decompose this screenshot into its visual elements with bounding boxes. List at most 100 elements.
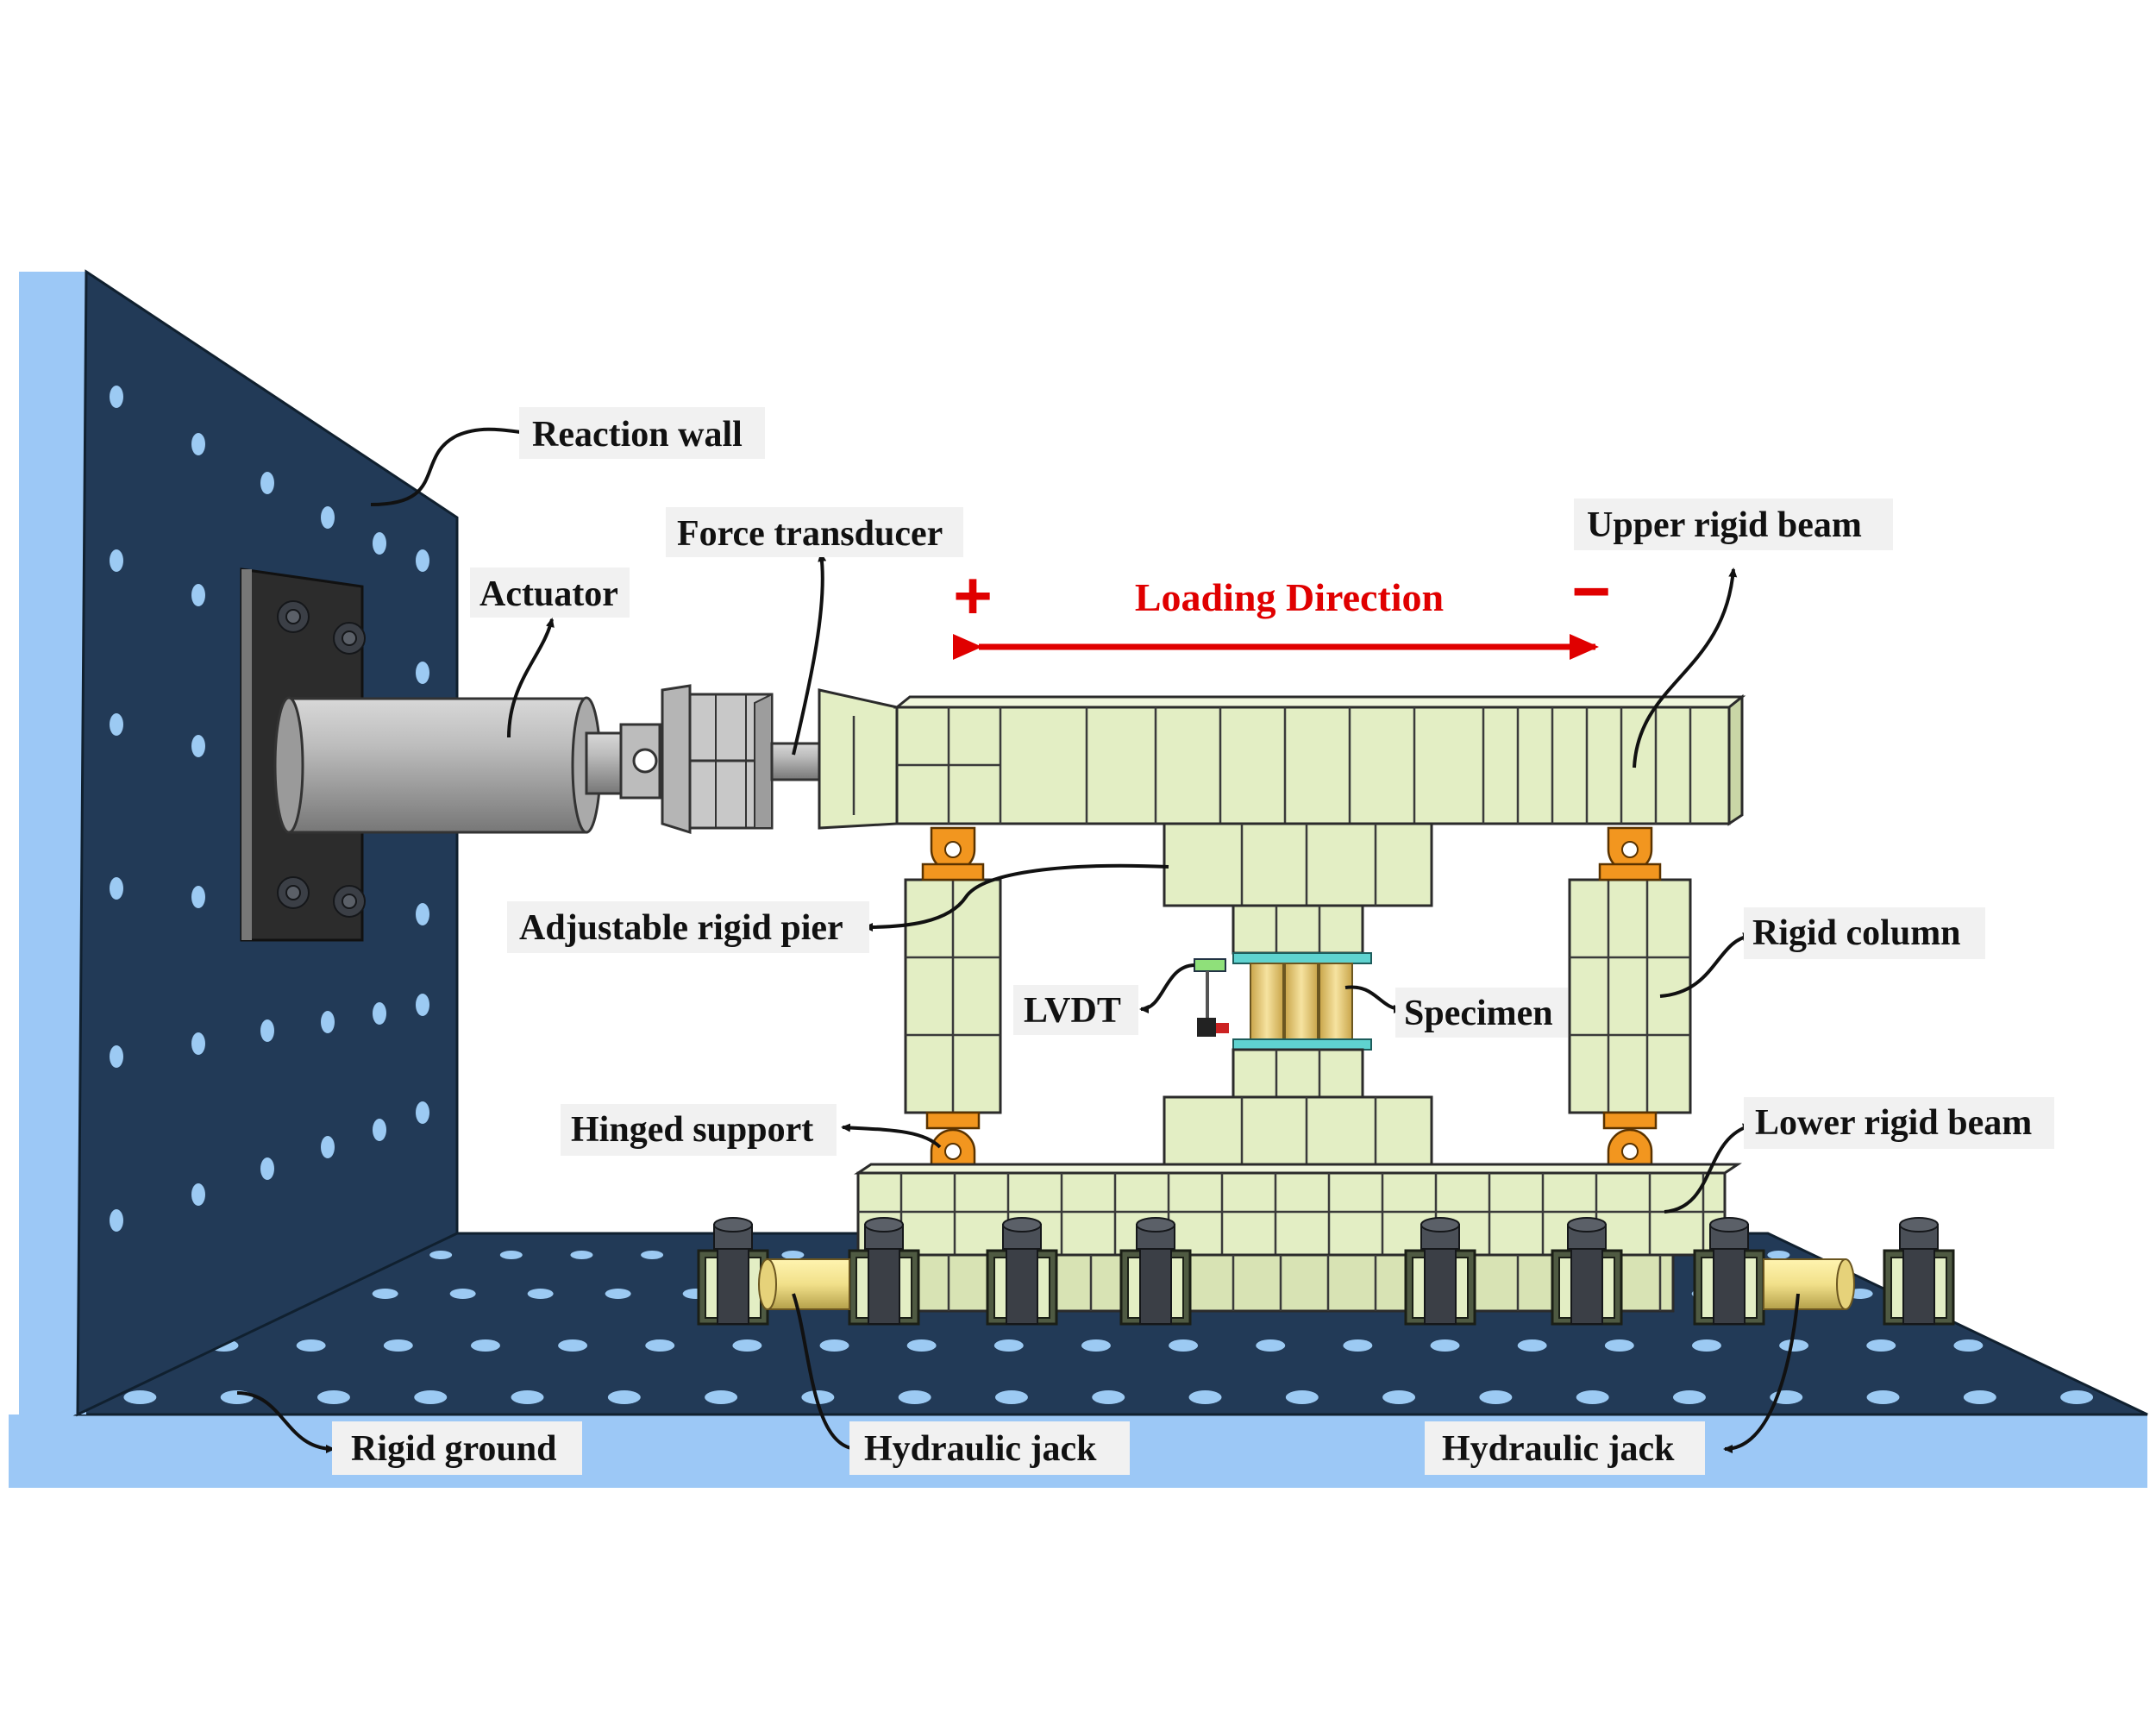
- wall-hole: [321, 1136, 335, 1158]
- rigid-column-left: [904, 878, 1002, 1114]
- ground-hole: [1479, 1390, 1513, 1404]
- label-hydraulic-jack-right: Hydraulic jack: [1442, 1429, 1675, 1469]
- label-hinged-support: Hinged support: [571, 1110, 813, 1150]
- label-lower-rigid-beam: Lower rigid beam: [1755, 1103, 2032, 1143]
- ground-hole: [511, 1390, 544, 1404]
- ground-hole: [1343, 1339, 1373, 1352]
- ground-hole: [1430, 1339, 1460, 1352]
- label-rigid-ground: Rigid ground: [351, 1429, 557, 1469]
- label-upper-rigid-beam: Upper rigid beam: [1587, 505, 1862, 545]
- ground-hole: [429, 1251, 453, 1259]
- ground-hole: [607, 1390, 641, 1404]
- ground-hole: [1963, 1390, 1996, 1404]
- labels: Reaction wall Force transducer Actuator …: [332, 407, 2054, 1475]
- force-transducer: [661, 684, 821, 835]
- minus-sign: −: [1571, 553, 1611, 629]
- anchor-block: [697, 1217, 769, 1326]
- adjustable-rigid-pier: [1163, 822, 1433, 955]
- ground-hole: [1672, 1390, 1706, 1404]
- leader-lines: [236, 427, 1800, 1453]
- wall-hole: [373, 1119, 386, 1141]
- anchor-block: [1883, 1217, 1955, 1326]
- wall-hole: [110, 1045, 123, 1068]
- ground-hole: [781, 1251, 805, 1259]
- anchor-block: [1693, 1217, 1765, 1326]
- ground-hole: [1866, 1339, 1896, 1352]
- ground-hole: [819, 1339, 849, 1352]
- wall-hole: [110, 1209, 123, 1232]
- ground-hole: [732, 1339, 762, 1352]
- ground-hole: [1779, 1339, 1809, 1352]
- label-hydraulic-jack-left: Hydraulic jack: [864, 1429, 1097, 1469]
- lvdt: [1194, 958, 1229, 1037]
- wall-hole: [416, 662, 429, 684]
- label-specimen: Specimen: [1404, 994, 1553, 1033]
- ground-hole: [906, 1339, 937, 1352]
- ground-hole: [372, 1289, 398, 1299]
- ground-hole: [1169, 1339, 1199, 1352]
- ground-hole: [383, 1339, 413, 1352]
- hydraulic-jack-right-body: [1763, 1258, 1855, 1310]
- wall-hole: [260, 1019, 274, 1042]
- ground-hole: [1953, 1339, 1984, 1352]
- ground-hole: [994, 1390, 1028, 1404]
- loading-direction-text: Loading Direction: [1135, 575, 1444, 619]
- wall-hole: [416, 1101, 429, 1124]
- ground-hole: [414, 1390, 448, 1404]
- specimen: [1232, 952, 1372, 1099]
- ground-hole: [1576, 1390, 1609, 1404]
- hinged-supports: [912, 826, 1670, 1185]
- ground-hole: [645, 1339, 675, 1352]
- wall-hole: [191, 433, 205, 455]
- wall-hole: [110, 713, 123, 736]
- ground-hole: [1285, 1390, 1319, 1404]
- ground-hole: [641, 1251, 664, 1259]
- anchor-block: [1119, 1217, 1192, 1326]
- ground-hole: [1382, 1390, 1416, 1404]
- actuator: [273, 696, 661, 834]
- wall-hole: [191, 735, 205, 757]
- anchor-block: [986, 1217, 1058, 1326]
- wall-hole: [260, 472, 274, 494]
- ground-hole: [605, 1289, 631, 1299]
- wall-hole: [373, 1002, 386, 1025]
- upper-rigid-beam: [818, 688, 1746, 830]
- ground-hole: [1691, 1339, 1721, 1352]
- ground-hole: [558, 1339, 588, 1352]
- ground-hole: [123, 1390, 157, 1404]
- rigid-column-right: [1568, 878, 1692, 1114]
- hydraulic-jack-left-body: [758, 1258, 850, 1310]
- anchor-block: [848, 1217, 920, 1326]
- wall-hole: [416, 994, 429, 1016]
- plus-sign: +: [953, 557, 993, 633]
- label-adjustable-rigid-pier: Adjustable rigid pier: [519, 908, 843, 948]
- ground-hole: [2060, 1390, 2094, 1404]
- anchor-block: [1551, 1217, 1623, 1326]
- wall-hole: [191, 1183, 205, 1206]
- ground-hole: [898, 1390, 931, 1404]
- ground-hole: [1188, 1390, 1222, 1404]
- ground-hole: [296, 1339, 326, 1352]
- anchor-block: [1404, 1217, 1476, 1326]
- ground-hole: [1517, 1339, 1547, 1352]
- ground-hole: [1866, 1390, 1900, 1404]
- ground-hole: [317, 1390, 350, 1404]
- label-rigid-column: Rigid column: [1752, 913, 1961, 953]
- wall-hole: [191, 886, 205, 908]
- wall-hole: [260, 1157, 274, 1180]
- wall-hole: [416, 903, 429, 925]
- ground-hole: [1604, 1339, 1634, 1352]
- ground-hole: [1767, 1251, 1790, 1259]
- wall-bolt-holes: [110, 386, 429, 1232]
- ground-hole: [470, 1339, 500, 1352]
- label-force-transducer: Force transducer: [677, 514, 943, 554]
- ground-hole: [449, 1289, 476, 1299]
- label-lvdt: LVDT: [1024, 991, 1121, 1031]
- wall-hole: [191, 584, 205, 606]
- wall-hole: [191, 1032, 205, 1055]
- ground-hole: [1256, 1339, 1286, 1352]
- label-actuator: Actuator: [479, 574, 618, 614]
- loading-direction-indicator: Loading Direction + −: [953, 553, 1611, 660]
- ground-hole: [570, 1251, 593, 1259]
